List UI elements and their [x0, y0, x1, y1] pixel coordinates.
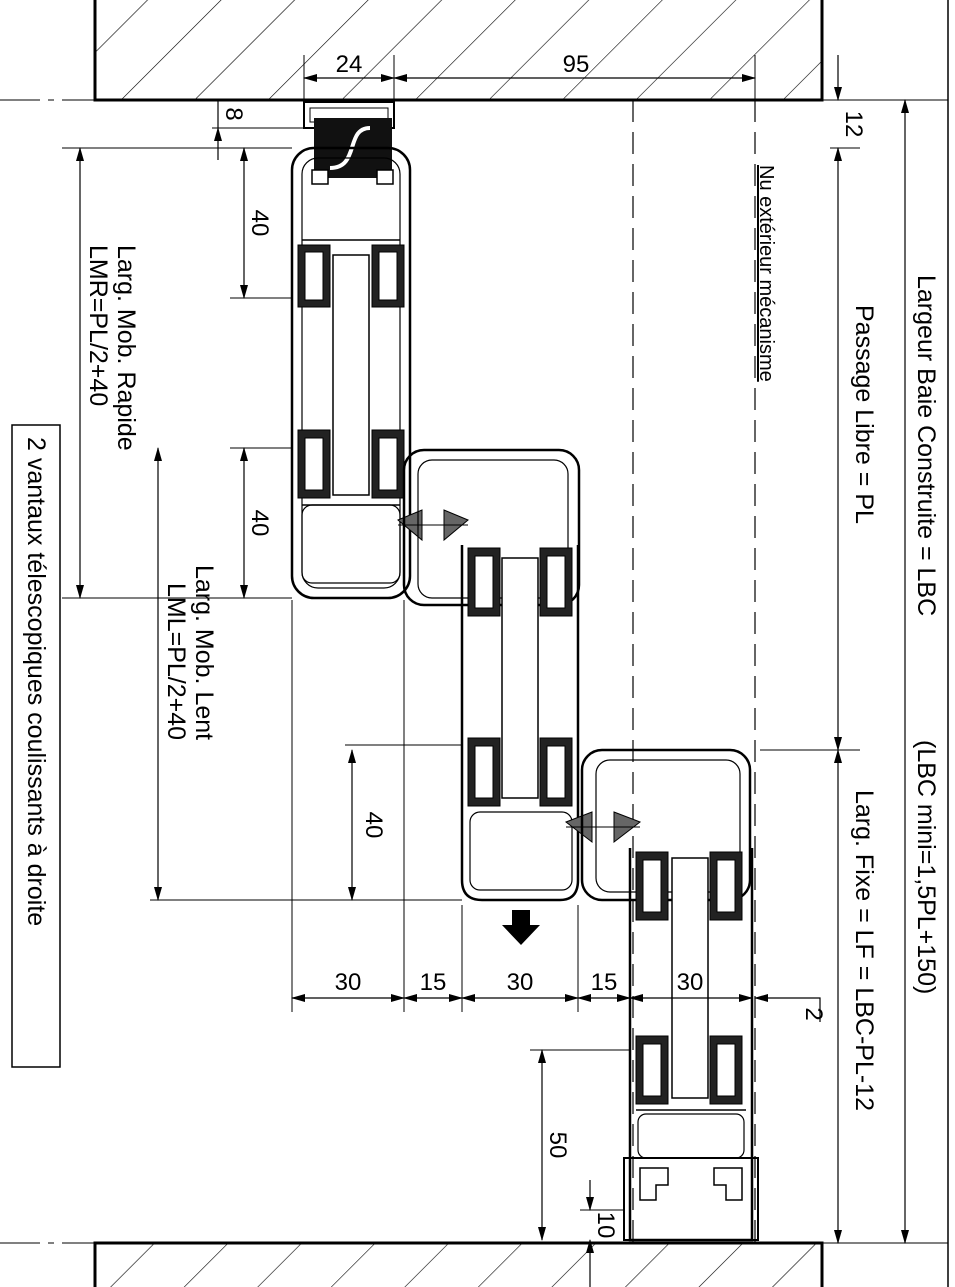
wall-axis-lines: [0, 99, 948, 1244]
dim-40-rapide: 40: [246, 210, 273, 237]
dim-10: 10: [592, 1212, 619, 1239]
dim-15-a: 15: [420, 969, 447, 996]
dim-24: 24: [336, 51, 363, 78]
dim-30-c: 30: [677, 969, 704, 996]
label-larg-mob-lent: Larg. Mob. Lent: [190, 565, 218, 740]
interlock-brush-1: [397, 509, 469, 542]
label-lmr-formula: LMR=PL/2+40: [84, 245, 112, 406]
dim-30-a: 30: [335, 969, 362, 996]
bottom-wall: [93, 1241, 824, 1287]
sliding-direction-arrow: [502, 910, 540, 945]
fixed-frame: [580, 748, 759, 1242]
label-largeur-baie: Largeur Baie Construite = LBC: [912, 275, 940, 616]
dimension-lines: [76, 55, 909, 1287]
dim-50: 50: [544, 1132, 571, 1159]
title-box-frame: [11, 424, 61, 1068]
title-box-text: 2 vantaux télescopiques coulissants à dr…: [22, 437, 50, 926]
dim-40-sash2: 40: [360, 812, 387, 839]
dim-40-lent: 40: [246, 510, 273, 537]
top-wall: [93, 0, 824, 102]
label-passage-libre: Passage Libre = PL: [850, 305, 878, 524]
dim-12: 12: [840, 111, 867, 138]
sash-lent: [402, 448, 581, 902]
label-larg-fixe: Larg. Fixe = LF = LBC-PL-12: [850, 790, 878, 1111]
dim-2: 2: [800, 1007, 827, 1020]
dim-15-b: 15: [591, 969, 618, 996]
interlock-brush-2: [564, 811, 642, 844]
dim-95: 95: [563, 51, 590, 78]
label-lml-formula: LML=PL/2+40: [162, 583, 190, 740]
dim-8: 8: [220, 107, 247, 120]
label-nu-exterieur: Nu extérieur mécanisme: [755, 165, 777, 382]
dim-30-b: 30: [507, 969, 534, 996]
label-lbc-mini: (LBC mini=1,5PL+150): [912, 740, 940, 994]
label-larg-mob-rapide: Larg. Mob. Rapide: [112, 245, 140, 451]
top-rail-mechanism: [303, 101, 395, 185]
sash-rapide: [290, 146, 412, 600]
